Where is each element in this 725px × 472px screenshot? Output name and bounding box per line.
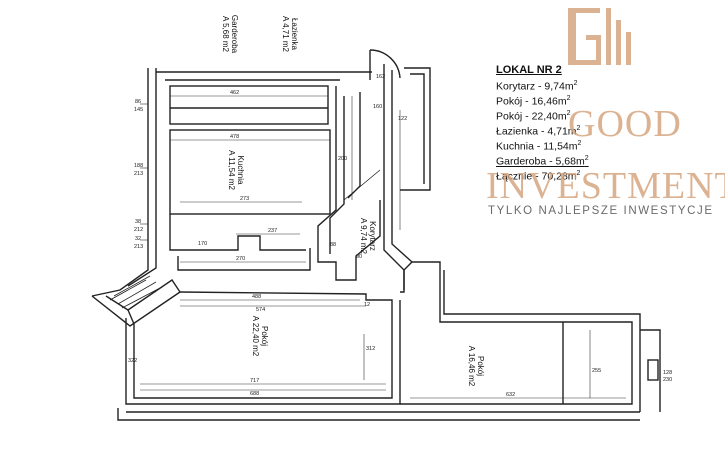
dim-270: 270 [236, 256, 245, 262]
outer-wall-left-inner [127, 68, 157, 287]
dim-688: 688 [250, 391, 259, 397]
dim-273: 273 [240, 196, 249, 202]
dim-188: 188 [134, 163, 143, 169]
area-legend: LOKAL NR 2 Korytarz - 9,74m2 Pokój - 16,… [496, 64, 626, 183]
dim-32: 32 [135, 236, 141, 242]
dim-213b: 213 [134, 244, 143, 250]
dim-574: 574 [256, 307, 265, 313]
dim-12: 12 [364, 302, 370, 308]
legend-row: Pokój - 22,40m2 [496, 109, 571, 123]
korytarz-name: Korytarz [368, 221, 377, 251]
dim-38: 38 [135, 219, 141, 225]
pokoj-22-room [127, 291, 393, 399]
dim-160: 160 [373, 104, 382, 110]
pokoj16-name: Pokój [476, 356, 485, 376]
dim-86: 86 [135, 99, 141, 105]
outer-wall-left [91, 68, 149, 297]
lazienka-name: Łazienka [290, 18, 299, 51]
pokoj16-area: A 16,46 m2 [467, 346, 476, 387]
dim-213: 213 [134, 171, 143, 177]
dim-312: 312 [366, 346, 375, 352]
korytarz-area: A 9,74 m2 [359, 218, 368, 255]
lazienka-area: A 4,71 m2 [281, 16, 290, 53]
dim-122: 122 [398, 116, 407, 122]
dim-145: 145 [134, 107, 143, 113]
kuchnia-room [169, 129, 331, 215]
pokoj22-area: A 22,40 m2 [251, 316, 260, 357]
korytarz-room [317, 86, 381, 281]
dim-255: 255 [592, 368, 601, 374]
dim-90: 90 [356, 254, 362, 260]
pokoj22-name: Pokój [260, 326, 269, 346]
dim-632: 632 [506, 392, 515, 398]
dim-237: 237 [268, 228, 277, 234]
pokoj-16-room [400, 261, 633, 405]
dim-200: 200 [338, 156, 347, 162]
garderoba-area: A 5,68 m2 [221, 16, 230, 53]
dim-128: 128 [663, 370, 672, 376]
dim-162: 162 [376, 74, 385, 80]
legend-row: Kuchnia - 11,54m2 [496, 139, 582, 153]
kuchnia-area: A 11,54 m2 [227, 150, 236, 190]
dim-322: 322 [128, 358, 137, 364]
legend-row: Garderoba - 5,68m2 [496, 155, 589, 168]
dim-88: 88 [330, 242, 336, 248]
legend-row: Pokój - 16,46m2 [496, 94, 571, 108]
dim-478: 478 [230, 134, 239, 140]
legend-total: Łącznie - 70,28m2 [496, 170, 581, 183]
dim-170: 170 [198, 241, 207, 247]
dim-462: 462 [230, 90, 239, 96]
garderoba-name: Garderoba [230, 15, 239, 54]
garderoba-room [169, 85, 329, 125]
legend-row: Korytarz - 9,74m2 [496, 79, 578, 93]
legend-row: Łazienka - 4,71m2 [496, 124, 581, 138]
dim-212: 212 [134, 227, 143, 233]
legend-title: LOKAL NR 2 [496, 64, 562, 76]
kuchnia-name: Kuchnia [236, 156, 245, 185]
dim-717: 717 [250, 378, 259, 384]
dim-230: 230 [663, 377, 672, 383]
dim-488: 488 [252, 294, 261, 300]
